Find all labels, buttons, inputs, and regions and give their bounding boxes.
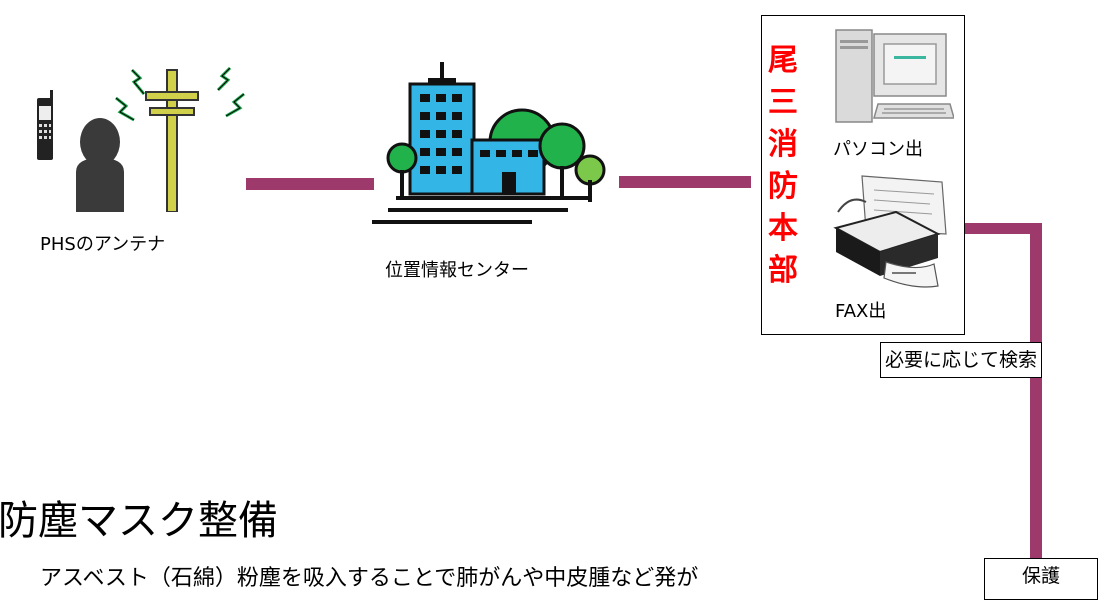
- fire-hq-title: 尾 三 消 防 本 部: [768, 43, 798, 288]
- dust-mask-body-text: アスベスト（石綿）粉塵を吸入することで肺がんや中皮腫など発が: [40, 566, 699, 591]
- location-center-building-icon: [372, 62, 606, 224]
- protection-box: 保護: [984, 558, 1098, 600]
- fax-output-label: FAX出: [835, 301, 887, 322]
- dust-mask-heading: 防塵マスク整備: [0, 498, 278, 544]
- connector-search-to-protect: [1030, 378, 1042, 558]
- pc-icon: [835, 29, 954, 123]
- connector-hq-to-search-v: [1030, 223, 1042, 343]
- connector-center-to-hq: [619, 176, 751, 188]
- fax-icon: [833, 175, 947, 288]
- phs-antenna-illustration: [37, 66, 245, 212]
- antenna-pole-icon: [115, 66, 245, 212]
- location-center-label: 位置情報センター: [385, 260, 529, 281]
- connector-hq-to-search-h: [956, 223, 1042, 234]
- search-as-needed-box: 必要に応じて検索: [880, 342, 1043, 378]
- phone-icon: [37, 90, 53, 160]
- pc-output-label: パソコン出: [833, 139, 923, 160]
- phs-antenna-label: PHSのアンテナ: [40, 234, 166, 255]
- person-icon: [76, 118, 124, 212]
- connector-phs-to-center: [246, 178, 374, 190]
